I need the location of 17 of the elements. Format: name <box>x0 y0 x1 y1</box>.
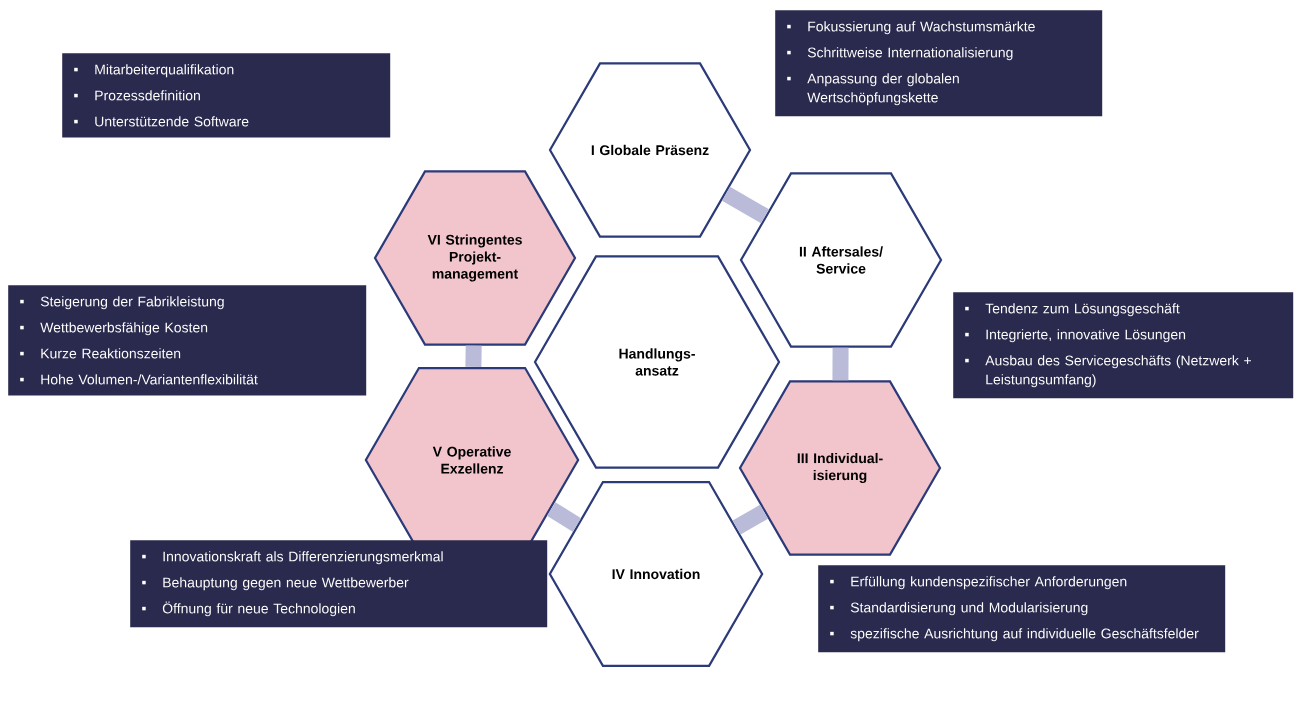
bullet-list-box: Innovationskraft als Differenzierungsmerkmal Behauptung gegen neue Wettbewerber Öffnung für neue Technologien <box>130 540 548 628</box>
hexagon: Handlungs-ansatz <box>533 255 781 469</box>
hexagon: III Individual-isierung <box>738 380 942 556</box>
connector-band <box>465 345 482 368</box>
hexagon: II Aftersales/ Service <box>739 172 943 348</box>
connector-band <box>546 502 582 532</box>
hexagon: IV Innovation <box>548 480 764 667</box>
bullet-list-box: Erfüllung kundenspezifischer Anforderungen Standardisierung und Modularisierung spezifische Ausrichtung auf individuelle Geschäftsfelder <box>818 565 1226 653</box>
connector-band <box>722 186 769 224</box>
bullet-list-box: Steigerung der Fabrikleistung Wettbewerbsfähige Kosten Kurze Reaktionszeiten Hohe Volumen-/Variantenflexibilität <box>8 285 367 396</box>
connector-band <box>832 347 849 381</box>
connector-band <box>732 504 768 535</box>
bullet-list-box: Mitarbeiterqualifikation Prozessdefinition Unterstützende Software <box>62 53 391 138</box>
hexagon: I Globale Präsenz <box>548 62 752 238</box>
bullet-list-box: Tendenz zum Lösungsgeschäft Integrierte, innovative Lösungen Ausbau des Servicegeschäfts (Netzwerk + Leistungsumfang) <box>953 292 1294 399</box>
bullet-list-box: Fokussierung auf Wachstumsmärkte Schrittweise Internationalisierung Anpassung der globalen Wertschöpfungskette <box>775 10 1103 117</box>
hexagon: VI Stringentes Projekt-management <box>373 170 577 346</box>
